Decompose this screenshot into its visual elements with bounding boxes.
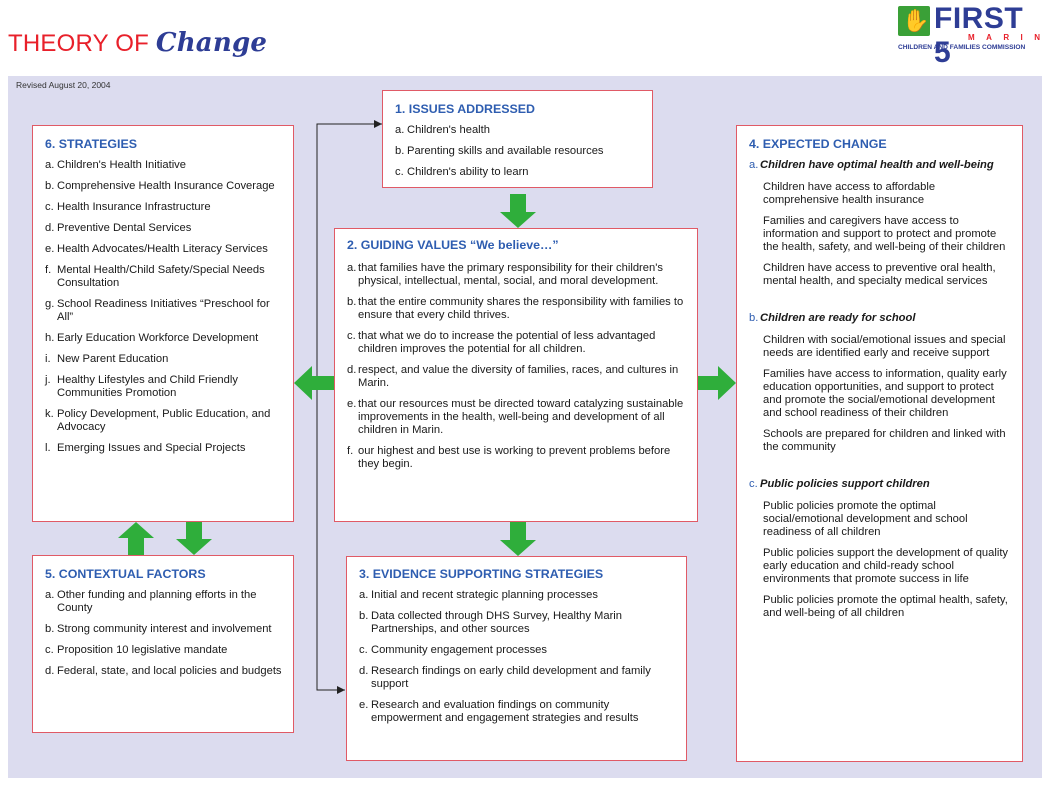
list-item: c.Health Insurance Infrastructure	[45, 201, 211, 213]
title-script: Change	[155, 28, 268, 58]
revised-date: Revised August 20, 2004	[16, 80, 111, 90]
list-item: b.Strong community interest and involvem…	[45, 623, 272, 635]
logo-subtitle: CHILDREN AND FAMILIES COMMISSION	[898, 44, 1026, 51]
list-item: b.that the entire community shares the r…	[347, 296, 684, 321]
list-item: Children have access to preventive oral …	[763, 262, 996, 287]
expected-heading: 4. EXPECTED CHANGE	[749, 137, 887, 151]
list-item: Families have access to information, qua…	[763, 368, 1007, 419]
list-item: f.our highest and best use is working to…	[347, 445, 671, 470]
list-item: d.Preventive Dental Services	[45, 222, 192, 234]
list-item: a.Children's Health Initiative	[45, 159, 186, 171]
list-item: b.Data collected through DHS Survey, Hea…	[359, 610, 623, 635]
section-title: Public policies support children	[760, 478, 930, 490]
list-item: h.Early Education Workforce Development	[45, 332, 259, 344]
list-item: b.Comprehensive Health Insurance Coverag…	[45, 180, 275, 192]
list-item: d.Federal, state, and local policies and…	[45, 665, 282, 677]
list-item: i.New Parent Education	[45, 353, 169, 365]
guiding-values-box: 2. GUIDING VALUES “We believe…” a.that f…	[334, 228, 698, 522]
list-item: c.Community engagement processes	[359, 644, 547, 656]
logo-region-letter: R	[1003, 33, 1010, 42]
feedback-connector	[316, 123, 382, 691]
hand-icon: ✋	[898, 6, 930, 36]
title-prefix: THEORY OF	[8, 30, 149, 57]
expected-section: c.Public policies support children Publi…	[749, 478, 1012, 620]
arrow-strategies-to-contextual	[176, 522, 212, 555]
issues-heading: 1. ISSUES ADDRESSED	[395, 102, 536, 116]
arrow-issues-to-values	[500, 194, 536, 228]
expected-section: b.Children are ready for school Children…	[749, 312, 1012, 454]
strategies-box: 6. STRATEGIES a.Children's Health Initia…	[32, 125, 294, 522]
list-item: c.that what we do to increase the potent…	[347, 330, 656, 355]
first5-logo: ✋ FIRST 5 M A R I N CHILDREN AND FAMILIE…	[898, 2, 1042, 69]
list-item: d.respect, and value the diversity of fa…	[347, 364, 679, 389]
list-item: Schools are prepared for children and li…	[763, 428, 1006, 453]
page-title: THEORY OF Change	[8, 28, 267, 58]
issues-addressed-box: 1. ISSUES ADDRESSED a.Children's health …	[382, 90, 653, 188]
list-item: e.Research and evaluation findings on co…	[359, 699, 639, 724]
list-item: f.Mental Health/Child Safety/Special Nee…	[45, 264, 265, 289]
expected-change-box: 4. EXPECTED CHANGE a.Children have optim…	[736, 125, 1023, 762]
list-item: b.Parenting skills and available resourc…	[395, 145, 604, 157]
logo-region-letter: I	[1020, 33, 1023, 42]
list-item: Public policies promote the optimal heal…	[763, 594, 1008, 619]
arrow-contextual-to-strategies	[118, 522, 154, 555]
logo-region-letter: A	[986, 33, 992, 42]
list-item: Children with social/emotional issues an…	[763, 334, 1006, 359]
logo-region-letter: M	[968, 33, 975, 42]
evidence-heading: 3. EVIDENCE SUPPORTING STRATEGIES	[359, 567, 604, 581]
list-item: Children have access to affordable compr…	[763, 181, 936, 206]
logo-region-letter: N	[1034, 33, 1040, 42]
list-item: e.Health Advocates/Health Literacy Servi…	[45, 243, 268, 255]
list-item: g.School Readiness Initiatives “Preschoo…	[45, 298, 270, 323]
contextual-factors-box: 5. CONTEXTUAL FACTORS a.Other funding an…	[32, 555, 294, 733]
list-item: e.that our resources must be directed to…	[347, 398, 684, 436]
contextual-heading: 5. CONTEXTUAL FACTORS	[45, 567, 206, 581]
section-title: Children are ready for school	[760, 312, 916, 324]
list-item: Families and caregivers have access to i…	[763, 215, 1006, 253]
list-item: a.that families have the primary respons…	[347, 262, 663, 287]
list-item: j.Healthy Lifestyles and Child Friendly …	[45, 374, 238, 399]
expected-section: a.Children have optimal health and well-…	[749, 159, 1012, 288]
evidence-box: 3. EVIDENCE SUPPORTING STRATEGIES a.Init…	[346, 556, 687, 761]
list-item: a.Children's health	[395, 124, 490, 136]
list-item: a.Initial and recent strategic planning …	[359, 589, 598, 601]
values-heading: 2. GUIDING VALUES “We believe…”	[347, 238, 559, 252]
logo-region: M A R I N	[968, 33, 1040, 42]
section-title: Children have optimal health and well-be…	[760, 159, 994, 171]
arrow-values-to-evidence	[500, 522, 536, 556]
list-item: c.Children's ability to learn	[395, 166, 529, 178]
arrow-values-to-expected	[698, 366, 736, 400]
list-item: Public policies promote the optimal soci…	[763, 500, 968, 538]
strategies-heading: 6. STRATEGIES	[45, 137, 138, 151]
list-item: l.Emerging Issues and Special Projects	[45, 442, 246, 454]
list-item: d.Research findings on early child devel…	[359, 665, 651, 690]
list-item: k.Policy Development, Public Education, …	[45, 408, 271, 433]
list-item: Public policies support the development …	[763, 547, 1009, 585]
logo-name: FIRST 5	[934, 2, 1024, 69]
list-item: a.Other funding and planning efforts in …	[45, 589, 257, 614]
arrow-values-to-strategies	[294, 366, 334, 400]
list-item: c.Proposition 10 legislative mandate	[45, 644, 228, 656]
